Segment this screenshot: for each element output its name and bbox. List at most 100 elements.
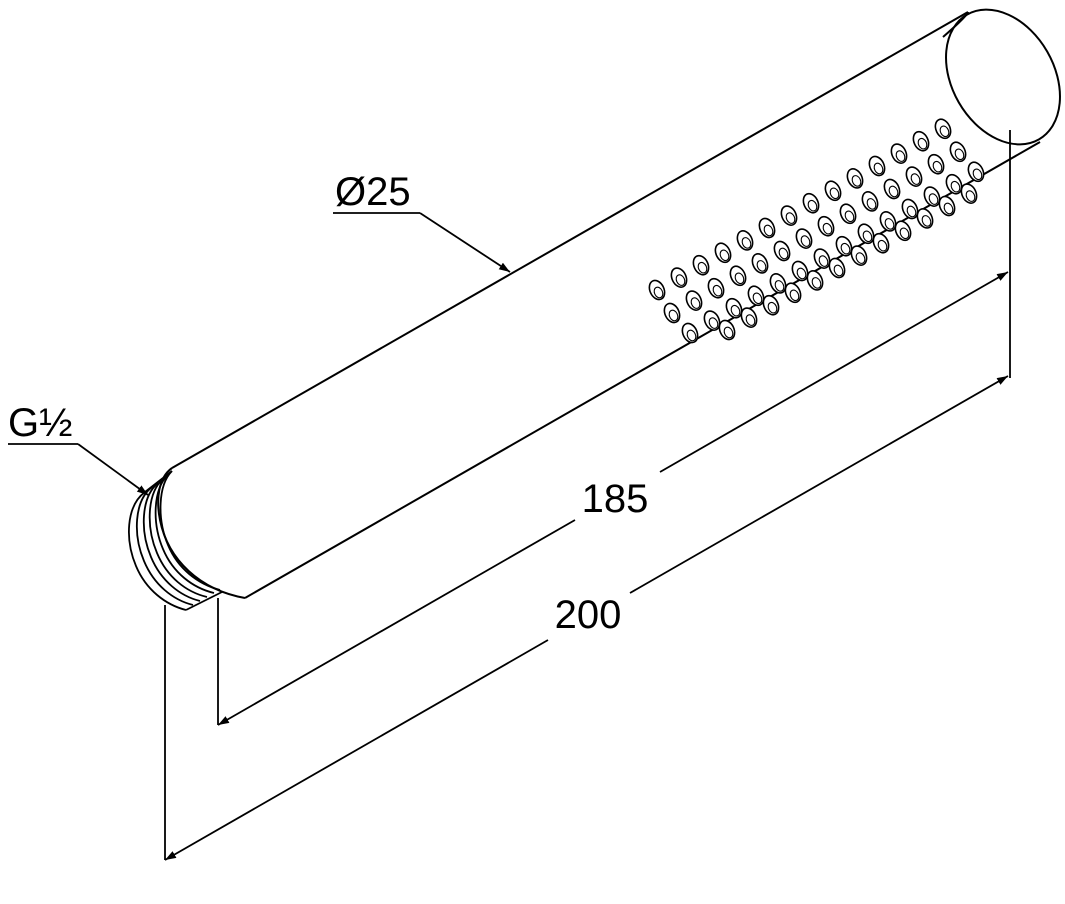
dimension-185-label: 185 [582,477,649,521]
body-bottom-edge [244,141,1041,599]
nozzle-inner-icon [785,212,796,224]
nozzle-inner-icon [686,329,697,342]
nozzle-inner-icon [697,261,708,274]
nozzle-icon [681,322,699,344]
nozzle-inner-icon [917,137,928,150]
nozzle-inner-icon [763,224,774,237]
nozzle-icon [894,220,912,242]
nozzle-icon [769,273,787,294]
nozzle-icon [773,240,791,262]
thread-leader [8,443,149,496]
nozzle-inner-icon [899,227,910,240]
nozzle-icon [725,297,743,319]
nozzle-icon [949,141,967,163]
extension-lines [164,130,1011,860]
nozzle-icon [835,235,853,257]
nozzle-inner-icon [818,255,829,267]
nozzle-icon [923,186,941,207]
nozzle-inner-icon [862,230,873,243]
nozzle-inner-icon [851,175,862,187]
nozzle-inner-icon [653,286,664,299]
nozzle-icon [806,270,824,291]
nozzle-inner-icon [719,249,730,262]
nozzle-icon [813,248,831,269]
nozzle-icon [967,161,985,183]
nozzle-icon [817,215,835,237]
nozzle-inner-icon [884,218,895,230]
nozzle-icon [729,265,747,287]
nozzle-inner-icon [939,125,950,138]
nozzle-icon [751,253,769,274]
nozzle-inner-icon [950,180,961,193]
nozzle-icon [912,130,930,152]
nozzle-icon [927,153,945,175]
nozzle-icon [916,208,934,229]
nozzle-icon [718,319,736,341]
nozzle-inner-icon [921,215,932,227]
nozzle-inner-icon [844,210,855,223]
dimension-200-label: 200 [555,593,622,637]
diameter-leader [333,212,511,273]
nozzle-inner-icon [756,260,767,272]
nozzle-inner-icon [965,190,976,202]
nozzle-icon [901,198,919,220]
nozzle-icon [850,245,868,266]
nozzle-icon [780,205,798,226]
nozzle-inner-icon [910,173,921,185]
nozzle-inner-icon [873,162,884,175]
nozzle-inner-icon [928,193,939,205]
nozzle-inner-icon [822,222,833,235]
nozzle-inner-icon [840,242,851,255]
nozzle-icon [824,180,842,202]
nozzle-inner-icon [811,277,822,289]
nozzle-icon [890,143,908,164]
nozzle-icon [784,282,802,304]
nozzle-icon [762,294,780,316]
nozzle-inner-icon [730,304,741,317]
nozzle-icon [905,166,923,187]
nozzle-icon [938,195,956,217]
nozzle-icon [703,310,721,331]
diameter-label: Ø25 [335,170,411,214]
nozzle-icon [857,223,875,245]
nozzle-icon [846,168,864,189]
nozzle-icon [795,228,813,249]
nozzle-inner-icon [774,280,785,292]
spray-nozzle-grid [648,118,985,344]
nozzle-icon [945,173,963,195]
nozzle-icon [879,211,897,232]
nozzle-inner-icon [778,247,789,260]
nozzle-icon [740,307,758,328]
nozzle-inner-icon [943,202,954,215]
nozzle-icon [670,267,688,288]
nozzle-inner-icon [723,326,734,339]
nozzle-icon [868,155,886,177]
nozzle-inner-icon [796,267,807,280]
nozzle-inner-icon [668,309,679,322]
nozzle-inner-icon [954,148,965,161]
nozzle-icon [872,232,890,254]
nozzle-icon [685,290,703,311]
nozzle-inner-icon [734,272,745,285]
nozzle-icon [861,191,879,212]
nozzle-icon [839,203,857,225]
nozzle-icon [791,260,809,282]
nozzle-icon [747,285,765,307]
nozzle-inner-icon [833,264,844,277]
nozzle-inner-icon [807,199,818,212]
nozzle-inner-icon [888,185,899,198]
nozzle-inner-icon [829,187,840,200]
nozzle-inner-icon [972,168,983,181]
nozzle-icon [707,277,725,299]
nozzle-inner-icon [895,150,906,162]
nozzle-icon [663,302,681,324]
body-left-end [157,467,246,599]
nozzle-icon [714,242,732,264]
nozzle-icon [736,230,754,251]
nozzle-inner-icon [877,239,888,252]
nozzle-inner-icon [708,317,719,329]
nozzle-icon [883,178,901,200]
nozzle-inner-icon [675,274,686,286]
nozzle-icon [960,183,978,204]
